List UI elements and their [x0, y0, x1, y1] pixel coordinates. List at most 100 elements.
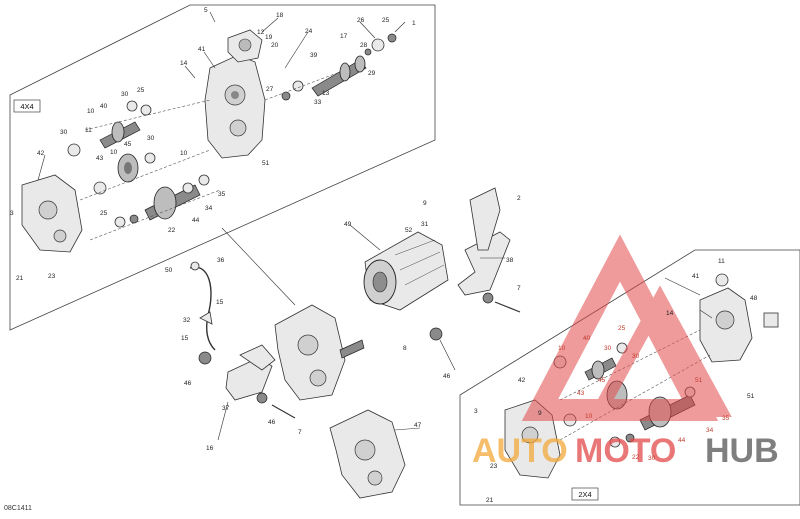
callout: 27	[266, 86, 274, 93]
svg-text:AUTO: AUTO	[472, 432, 568, 470]
callout: 9	[423, 200, 427, 207]
watermark-text: AUTO MOTO HUB	[472, 432, 779, 470]
callout: 41	[692, 273, 700, 280]
gear-shaft-40b	[584, 357, 617, 381]
callout: 35	[722, 415, 730, 422]
cap-11	[715, 273, 729, 287]
callout: 26	[357, 17, 365, 24]
callout: 10	[558, 345, 566, 352]
callout: 7	[517, 285, 521, 292]
two-wheel-frame	[459, 249, 800, 506]
callout: 43	[96, 155, 104, 162]
callout: 25	[382, 17, 390, 24]
two-wheel-label-box	[571, 487, 599, 501]
callout: 7	[298, 429, 302, 436]
assembly-line	[79, 149, 211, 201]
callout: 39	[310, 52, 318, 59]
callout: 3	[10, 210, 14, 217]
callout: 46	[268, 419, 276, 426]
transmission-assembly-47	[329, 409, 406, 499]
assembly-line	[89, 189, 221, 241]
bearing-30d	[144, 152, 156, 164]
ring-13	[281, 91, 291, 101]
bearing-26	[371, 38, 385, 52]
callout: 23	[48, 273, 56, 280]
callout: 14	[180, 60, 188, 67]
callout: 1	[412, 20, 416, 27]
bracket-38	[457, 187, 511, 296]
callout: 2	[517, 195, 521, 202]
sensor-cable-32	[189, 266, 216, 351]
bearing-35	[198, 174, 210, 186]
callout: 21	[16, 275, 24, 282]
callout: 24	[305, 28, 313, 35]
callout: 10	[585, 413, 593, 420]
electric-motor-49	[363, 231, 449, 311]
callout: 37	[222, 405, 230, 412]
callout: 16	[206, 445, 214, 452]
callout-numbers: 5 18 12 19 20 24 26 25 17 28 39 29 41 14…	[10, 7, 758, 504]
callout: 25	[618, 325, 626, 332]
assembly-line	[559, 354, 711, 441]
four-wheel-label: 4X4	[20, 102, 33, 111]
bushing-46a	[198, 351, 212, 365]
two-wheel-label: 2X4	[578, 490, 591, 499]
callout: 30	[60, 129, 68, 136]
callout: 5	[204, 7, 208, 14]
callout: 15	[216, 299, 224, 306]
callout: 15	[181, 335, 189, 342]
callout: 30	[604, 345, 612, 352]
bearing-34	[182, 182, 194, 194]
callout: 30	[648, 455, 656, 462]
callout: 17	[340, 33, 348, 40]
output-shaft-39	[311, 55, 367, 97]
callout: 25	[100, 210, 108, 217]
ring-17	[364, 48, 372, 56]
leader-lines	[37, 11, 713, 441]
callout: 14	[666, 310, 674, 317]
housing-cover-41	[204, 54, 266, 159]
callout: 44	[678, 437, 686, 444]
callout: 51	[262, 160, 270, 167]
callout: 10	[87, 108, 95, 115]
assembly-line	[84, 99, 211, 131]
bearing-30a	[126, 100, 138, 112]
bushing-7	[482, 292, 494, 304]
bolt-7	[494, 301, 521, 313]
callout: 30	[147, 135, 155, 142]
callout: 48	[750, 295, 758, 302]
callout: 33	[314, 99, 322, 106]
bearing-30e	[114, 216, 126, 228]
callout: 28	[360, 42, 368, 49]
bolt-7b	[271, 404, 296, 419]
gear-44	[144, 184, 201, 221]
bushing-46b	[256, 392, 268, 404]
bearing-30b	[67, 143, 81, 157]
callout: 46	[443, 373, 451, 380]
connector-50	[190, 261, 200, 271]
gear-45	[117, 153, 139, 183]
cover-48	[763, 312, 779, 328]
svg-text:MOTO: MOTO	[575, 432, 676, 470]
clip-15	[199, 311, 213, 325]
transmission-assembly-36	[274, 304, 365, 401]
assembly-line	[264, 71, 341, 101]
callout: 18	[276, 12, 284, 19]
housing-42	[21, 174, 83, 253]
callout: 49	[344, 221, 352, 228]
watermark-logo	[521, 234, 732, 421]
callout: 40	[583, 335, 591, 342]
callout: 12	[257, 29, 265, 36]
housing-41b	[699, 287, 753, 363]
callout: 31	[421, 221, 429, 228]
callout: 50	[165, 267, 173, 274]
callout: 40	[100, 103, 108, 110]
callout: 9	[538, 410, 542, 417]
callout: 46	[184, 380, 192, 387]
callout: 30	[632, 353, 640, 360]
callout: 10	[180, 150, 188, 157]
callout: 25	[137, 87, 145, 94]
bearing-30c	[93, 181, 107, 195]
callout: 23	[490, 463, 498, 470]
